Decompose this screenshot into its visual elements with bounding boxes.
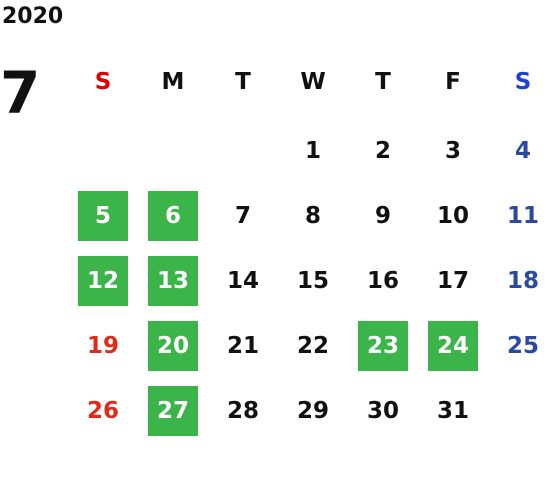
day-cell[interactable]: 25 [488, 313, 548, 378]
weekday-1: M [161, 69, 185, 95]
day-cell[interactable]: 9 [348, 183, 418, 248]
day-number: 30 [366, 397, 399, 424]
day-number: 31 [436, 397, 469, 424]
weekday-5: F [445, 69, 461, 95]
month-label: 7 [0, 59, 41, 127]
day-cell[interactable]: 31 [418, 378, 488, 443]
day-cell[interactable]: 26 [68, 378, 138, 443]
day-number: 4 [514, 137, 531, 164]
weekday-4: T [375, 69, 391, 95]
weekday-0: S [94, 69, 112, 95]
day-number: 3 [444, 137, 461, 164]
day-number: 21 [226, 332, 259, 359]
day-cell[interactable]: 10 [418, 183, 488, 248]
day-cell[interactable]: 27 [138, 378, 208, 443]
day-number: 20 [148, 320, 198, 371]
day-number: 22 [296, 332, 329, 359]
day-cell[interactable]: 12 [68, 248, 138, 313]
day-cell[interactable]: 17 [418, 248, 488, 313]
day-number: 17 [436, 267, 469, 294]
day-cell[interactable]: 22 [278, 313, 348, 378]
day-cell[interactable]: 8 [278, 183, 348, 248]
day-number: 19 [86, 332, 119, 359]
weekday-3: W [300, 69, 326, 95]
day-number: 7 [234, 202, 251, 229]
day-cell[interactable]: 7 [208, 183, 278, 248]
day-cell[interactable]: 30 [348, 378, 418, 443]
day-cell[interactable]: 6 [138, 183, 208, 248]
day-number: 27 [148, 385, 198, 436]
weekday-6: S [514, 69, 532, 95]
day-number: 15 [296, 267, 329, 294]
day-number: 28 [226, 397, 259, 424]
day-number: 1 [304, 137, 321, 164]
day-cell[interactable]: 5 [68, 183, 138, 248]
day-cell[interactable]: 29 [278, 378, 348, 443]
day-number: 18 [506, 267, 539, 294]
day-cell[interactable]: 24 [418, 313, 488, 378]
day-cell[interactable]: 19 [68, 313, 138, 378]
day-number: 12 [78, 255, 128, 306]
day-cell[interactable]: 23 [348, 313, 418, 378]
weekday-2: T [235, 69, 251, 95]
day-number: 10 [436, 202, 469, 229]
day-number: 2 [374, 137, 391, 164]
day-cell[interactable]: 4 [488, 118, 548, 183]
day-cell[interactable]: 15 [278, 248, 348, 313]
day-cell[interactable]: 16 [348, 248, 418, 313]
day-cell[interactable]: 20 [138, 313, 208, 378]
day-cell[interactable]: 21 [208, 313, 278, 378]
day-cell[interactable]: 1 [278, 118, 348, 183]
day-cell[interactable]: 14 [208, 248, 278, 313]
day-cell[interactable]: 3 [418, 118, 488, 183]
day-cell[interactable]: 13 [138, 248, 208, 313]
day-cell[interactable]: 11 [488, 183, 548, 248]
day-number: 13 [148, 255, 198, 306]
day-cell[interactable]: 28 [208, 378, 278, 443]
day-number: 6 [148, 190, 198, 241]
day-cell[interactable]: 2 [348, 118, 418, 183]
day-number: 24 [428, 320, 478, 371]
day-number: 11 [506, 202, 539, 229]
day-number: 25 [506, 332, 539, 359]
day-number: 14 [226, 267, 259, 294]
day-number: 26 [86, 397, 119, 424]
day-number: 16 [366, 267, 399, 294]
day-number: 9 [374, 202, 391, 229]
year-label: 2020 [2, 4, 64, 29]
day-cell[interactable]: 18 [488, 248, 548, 313]
day-number: 8 [304, 202, 321, 229]
day-number: 23 [358, 320, 408, 371]
day-number: 29 [296, 397, 329, 424]
day-number: 5 [78, 190, 128, 241]
